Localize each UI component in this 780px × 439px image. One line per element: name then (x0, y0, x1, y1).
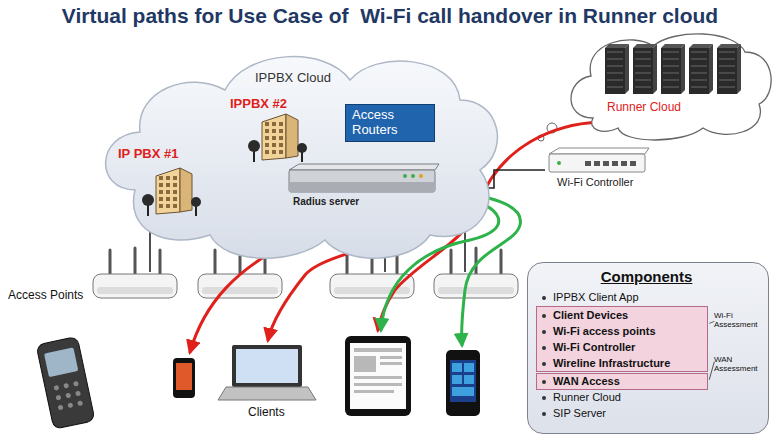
node-label: IPPBX Cloud (255, 70, 331, 85)
laptop-device (218, 345, 316, 400)
node-text: Runner Cloud (553, 391, 621, 403)
annotation-label: Clients (248, 405, 285, 419)
node-box: Runner Cloud (563, 30, 775, 142)
node-box: ComponentsIPPBX Client AppRunner CloudSI… (527, 262, 769, 434)
node-text: Wi-Fi access points (553, 325, 656, 337)
diagram-title: Virtual paths for Use Case of Wi-Fi call… (0, 4, 780, 28)
node-label: Access Routers (352, 108, 428, 138)
node-label: Radius server (293, 196, 359, 207)
node-box: Radius server (285, 162, 443, 214)
scanner-device (36, 336, 95, 429)
node-label: IPPBX #2 (230, 96, 287, 111)
node-box: IP PBX #1 (118, 146, 210, 218)
windows-phone-device (446, 350, 480, 416)
node-box: IPPBX Cloud IP PBX #1 IPPBX #2 Access Route… (95, 40, 505, 258)
tablet-device (345, 336, 411, 416)
node-text: IPPBX Client App (553, 291, 639, 303)
node-label: Components (528, 268, 765, 285)
node-label: IP PBX #1 (118, 146, 178, 161)
building-icon (246, 108, 306, 162)
node-box: Wi-Fi Controller (545, 146, 653, 194)
annotation-label: Wi-Fi Assessment (714, 312, 764, 330)
node-text: SIP Server (553, 407, 606, 419)
node-label: Runner Cloud (607, 100, 681, 114)
node-label: Client Devices (553, 309, 628, 321)
node-label: Wi-Fi Controller (557, 176, 633, 188)
node-text: Wireline Infrastructure (553, 357, 670, 369)
node-label: WAN Access (553, 375, 620, 387)
node-box: Client DevicesWi-Fi access pointsWi-Fi C… (536, 306, 708, 372)
annotation-label: WAN Assessment (714, 356, 764, 374)
node-text: Wi-Fi Controller (553, 341, 635, 353)
node-box: IPPBX #2 (230, 96, 312, 160)
building-icon (140, 162, 200, 216)
phone-device (173, 358, 195, 398)
node-box: Access Routers (345, 104, 435, 142)
node-box: WAN Access (536, 373, 708, 390)
annotation-label: Access Points (8, 288, 83, 302)
runner-cloud-bubble (563, 30, 775, 142)
